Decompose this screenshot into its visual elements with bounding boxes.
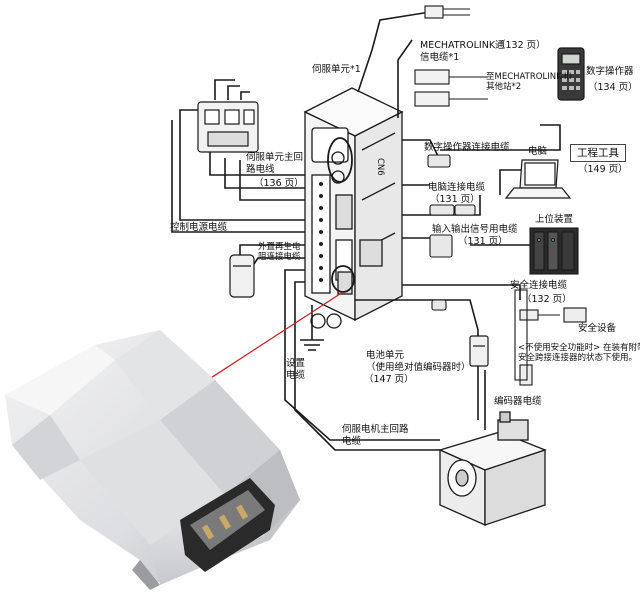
control-power-cable-label: 控制电源电缆 bbox=[170, 222, 228, 233]
battery-unit-page: （147 页） bbox=[364, 374, 414, 385]
digital-operator-cable-label: 数字操作器连接电缆 bbox=[424, 142, 510, 153]
battery-unit bbox=[469, 335, 489, 367]
regen-resistor bbox=[229, 254, 255, 298]
engineering-tool-label: 工程工具 bbox=[570, 144, 626, 162]
engineering-tool-page: （149 页） bbox=[578, 164, 628, 175]
encoder-cable-label: 编码器电缆 bbox=[494, 396, 542, 407]
connector-closeup bbox=[5, 330, 300, 590]
cn6-label: CN6 bbox=[375, 158, 385, 176]
laptop bbox=[504, 159, 572, 199]
external-regen-cable-label: 外置再生电 阻连接电缆 bbox=[258, 242, 301, 262]
safety-device-label: 安全设备 bbox=[578, 323, 617, 334]
pc-cable-page: （131 页） bbox=[430, 194, 480, 205]
servo-unit-label: 伺服单元*1 bbox=[312, 64, 361, 75]
pointer-line bbox=[199, 291, 344, 386]
io-signal-cable-page: （131 页） bbox=[458, 236, 508, 247]
digital-operator bbox=[557, 47, 585, 101]
mechatrolink-connector bbox=[414, 5, 488, 107]
digital-operator-page: （134 页） bbox=[588, 82, 638, 93]
digital-operator-label: 数字操作器 bbox=[586, 66, 634, 77]
safety-connector bbox=[514, 289, 587, 386]
mechatrolink-cable-label: MECHATROLINK通 信电缆*1 bbox=[420, 40, 505, 63]
contactor bbox=[197, 101, 259, 153]
wiring bbox=[171, 11, 561, 451]
servo-main-circuit-cable-label: 伺服单元主回 路电线 bbox=[246, 152, 304, 175]
computer-label: 电脑 bbox=[528, 146, 548, 157]
io-signal-cable-label: 输入输出信号用电缆 bbox=[432, 224, 518, 235]
cable-connectors bbox=[427, 154, 476, 311]
to-mechatrolink-label: 至MECHATROLINK-III 其他站*2 bbox=[486, 72, 572, 92]
terminal-block bbox=[319, 182, 323, 282]
pc-cable-label: 电脑连接电缆 bbox=[428, 182, 486, 193]
servo-drive-unit bbox=[303, 87, 404, 329]
battery-unit-label: 电池单元 （使用绝对值编码器时） bbox=[366, 350, 471, 373]
plc-controller bbox=[529, 227, 579, 275]
safety-cable-label: 安全连接电缆 bbox=[510, 280, 568, 291]
motor-main-circuit-cable-label: 伺服电机主回路 电缆 bbox=[342, 424, 409, 447]
servo-motor bbox=[438, 411, 547, 527]
mechatrolink-cable-page: （132 页） bbox=[496, 40, 546, 51]
safety-note: <不使用安全功能时> 在装有附带的 安全跨接连接器的状态下使用。 bbox=[518, 343, 640, 363]
safety-cable-page: （132 页） bbox=[522, 294, 572, 305]
host-device-label: 上位装置 bbox=[535, 214, 574, 225]
ground-cable-label: 设置 电缆 bbox=[286, 358, 306, 381]
servo-main-circuit-page: （136 页） bbox=[254, 178, 304, 189]
